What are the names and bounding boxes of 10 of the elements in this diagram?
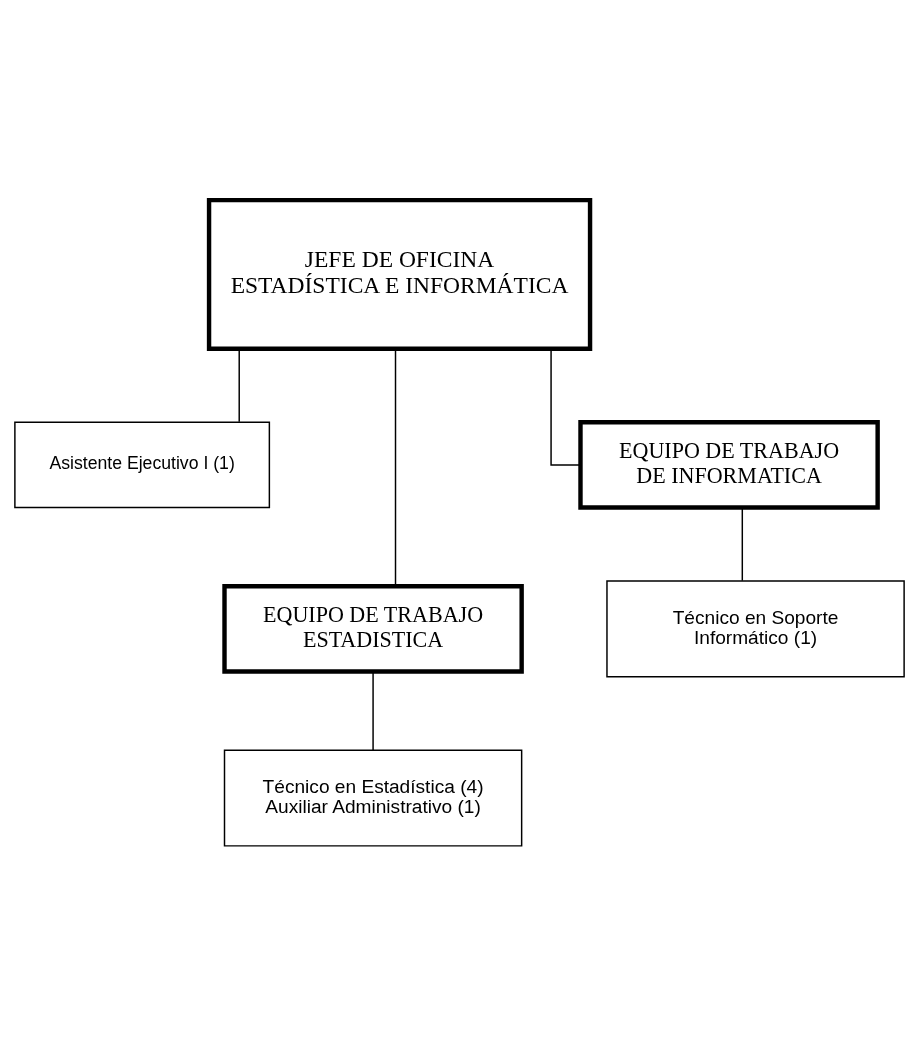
connector: [237, 348, 240, 423]
connector: [371, 670, 374, 751]
node-box: Técnico en Soporte Informático (1): [605, 580, 905, 678]
node-box: Técnico en Estadística (4) Auxiliar Administrativo (1): [223, 749, 522, 847]
node-box: EQUIPO DE TRABAJO ESTADISTICA: [221, 584, 524, 674]
node-box: JEFE DE OFICINA ESTADÍSTICA E INFORMÁTICA: [206, 197, 592, 351]
node-box: Asistente Ejecutivo I (1): [13, 421, 270, 509]
connector: [549, 348, 581, 466]
node-box: EQUIPO DE TRABAJO DE INFORMATICA: [577, 420, 880, 510]
connector: [741, 506, 743, 582]
